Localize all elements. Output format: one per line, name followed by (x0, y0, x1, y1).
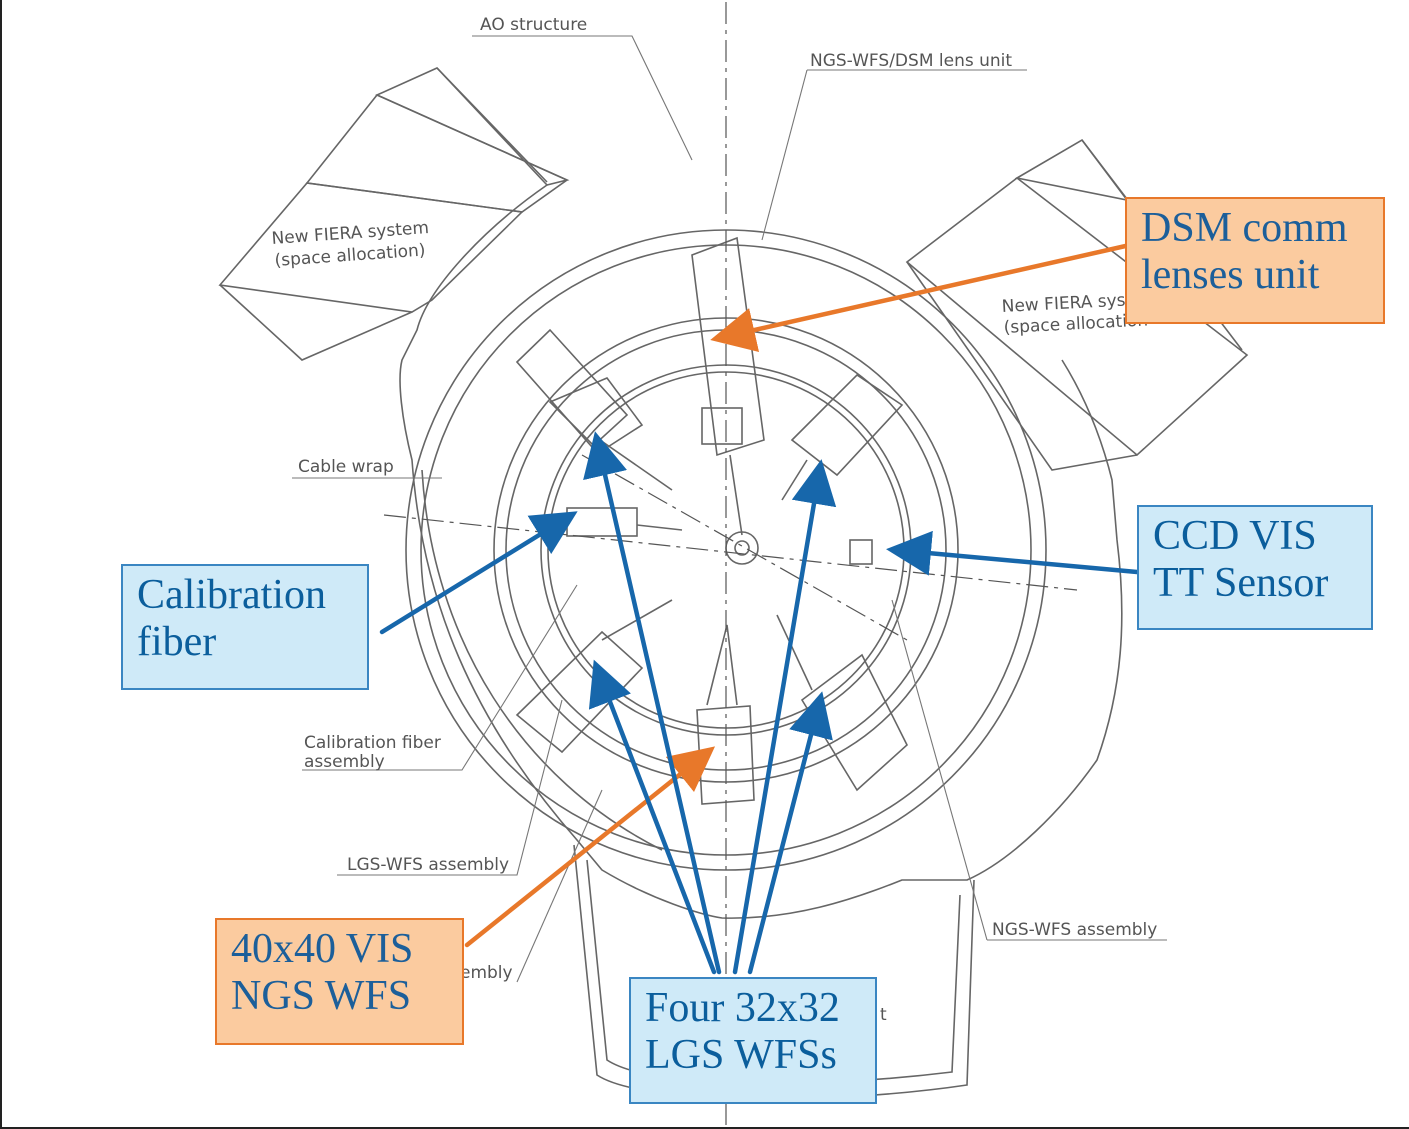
label-calibration-fiber-assembly-line2: assembly (304, 752, 385, 772)
label-ngs-wfs-assembly: NGS-WFS assembly (992, 920, 1157, 940)
callout-ccd-vis-tt-sensor: CCD VIS TT Sensor (1137, 505, 1373, 630)
horizontal-centerline (383, 514, 1078, 591)
arrow-ngs-wfs (464, 746, 716, 948)
callout-40x40-vis-ngs-wfs: 40x40 VIS NGS WFS (215, 918, 464, 1045)
lgs-wfs-module-lower-left (515, 599, 673, 754)
fiera-box-left (218, 67, 570, 361)
label-cable-wrap: Cable wrap (298, 457, 394, 477)
tt-sensor-body (849, 539, 873, 565)
arrow-calibration-fiber (379, 511, 578, 635)
label-ngs-wfs-dsm-lens-unit: NGS-WFS/DSM lens unit (810, 51, 1012, 71)
callout-ccd-line2: TT Sensor (1153, 560, 1329, 607)
dsm-lens-unit-arm (691, 236, 765, 457)
label-partial-t: t (880, 1005, 887, 1025)
callout-ngs-line2: NGS WFS (231, 973, 412, 1020)
outer-housing (399, 184, 1123, 919)
calibration-fiber-component (566, 507, 638, 537)
arrow-lgs-upper-left (583, 431, 722, 975)
arrow-lgs-upper-right (732, 459, 837, 975)
callout-ngs-line1: 40x40 VIS (231, 926, 414, 972)
callout-dsm-line2: lenses unit (1141, 252, 1320, 299)
arrow-tt-sensor (886, 530, 1140, 576)
callout-lgs-line2: LGS WFSs (645, 1032, 837, 1079)
arrow-lgs-lower-right (747, 691, 833, 975)
callout-dsm-comm-lenses-unit: DSM comm lenses unit (1125, 197, 1385, 324)
label-lgs-wfs-assembly: LGS-WFS assembly (347, 855, 509, 875)
callout-calibration-fiber: Calibration fiber (121, 564, 369, 690)
callout-four-32x32-lgs-wfss: Four 32x32 LGS WFSs (629, 977, 877, 1104)
callout-calibration-line1: Calibration (137, 572, 326, 618)
center-hub (725, 531, 759, 565)
callout-ccd-line1: CCD VIS (1153, 513, 1317, 559)
arrow-dsm-lens-unit (710, 242, 1133, 353)
lgs-wfs-module-upper-right (781, 373, 904, 501)
callout-dsm-line1: DSM comm (1141, 205, 1348, 251)
label-calibration-fiber-assembly-line1: Calibration fiber (304, 733, 441, 753)
label-partial-assembly: embly (460, 963, 513, 983)
label-ao-structure: AO structure (480, 15, 587, 35)
callout-lgs-line1: Four 32x32 (645, 985, 840, 1031)
lgs-wfs-module-lower-right (776, 614, 908, 792)
callout-calibration-line2: fiber (137, 619, 217, 666)
arrow-lgs-lower-left (588, 659, 717, 975)
